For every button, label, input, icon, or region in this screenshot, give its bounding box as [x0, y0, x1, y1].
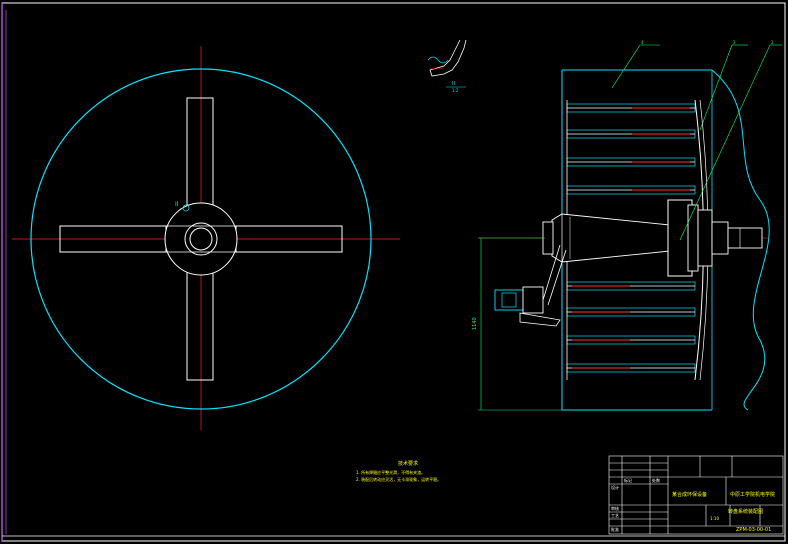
tb-row-6: 批准: [611, 526, 619, 532]
tb-row-2: 处数: [652, 477, 660, 483]
slat-marks: [572, 107, 690, 369]
arm-top: [186, 97, 214, 206]
part-number-3: 3: [733, 40, 736, 45]
note-item-1: 1. 所有焊缝应平整光滑，不得有夹渣。: [356, 469, 425, 475]
detail-view: II 1:2: [427, 39, 467, 93]
bearing-housing: [697, 209, 713, 267]
arm-bottom: [186, 271, 214, 381]
leader-4: [611, 44, 641, 89]
technical-notes: 技术要求 1. 所有焊缝应平整光滑，不得有夹渣。 2. 装配后转动应灵活，无卡滞…: [356, 460, 441, 482]
leader-3: [699, 44, 733, 131]
part-number-4: 4: [641, 40, 644, 45]
tb-unit: 中原工学院机电学院: [730, 491, 775, 498]
detail-label: II: [452, 81, 455, 87]
motor-bracket: [519, 312, 561, 327]
hub-bore: [189, 227, 213, 251]
title-block-text: 标记 处数 设计 审核 工艺 批准 某合成环保设备 中原工学院机电学院 转盘系统…: [611, 477, 775, 533]
notes-title: 技术要求: [398, 460, 418, 467]
tb-scale: 1:10: [710, 516, 719, 521]
tb-row-1: 标记: [624, 477, 632, 483]
dimension-value: 1140: [472, 317, 478, 330]
hub-middle: [184, 222, 218, 256]
cone-hub: [551, 213, 681, 263]
leader-2: [679, 44, 771, 241]
detail-profile: [429, 39, 467, 77]
tb-project: 某合成环保设备: [672, 491, 707, 498]
detail-cut: [427, 56, 449, 64]
break-line: [711, 69, 770, 411]
detail-hatch: [429, 67, 445, 70]
detail-scale: 1:2: [452, 88, 459, 93]
disc-outline: [30, 68, 372, 410]
drive-belt: [542, 244, 567, 306]
view-label: II: [175, 201, 179, 208]
hub-outer: [164, 202, 238, 276]
shaft-end: [727, 227, 763, 249]
flange-plate: [687, 204, 699, 272]
tb-drawing-no: ZPM-03-00-01: [736, 527, 771, 533]
front-view: II: [12, 46, 400, 430]
gearbox: [522, 286, 544, 314]
detail-marker: [182, 204, 190, 212]
tb-drawing-name: 转盘系统装配图: [728, 508, 763, 515]
bearing-cap: [711, 221, 729, 255]
motor-fan: [501, 292, 517, 308]
title-block: [608, 455, 784, 535]
note-item-2: 2. 装配后转动应灵活，无卡滞现象，运转平稳。: [356, 476, 441, 482]
tb-row-3: 设计: [611, 484, 619, 490]
part-number-2: 2: [771, 40, 774, 45]
tb-row-4: 审核: [611, 505, 619, 511]
tb-row-5: 工艺: [611, 513, 619, 518]
side-view: 1140 4 3 2: [472, 40, 782, 411]
